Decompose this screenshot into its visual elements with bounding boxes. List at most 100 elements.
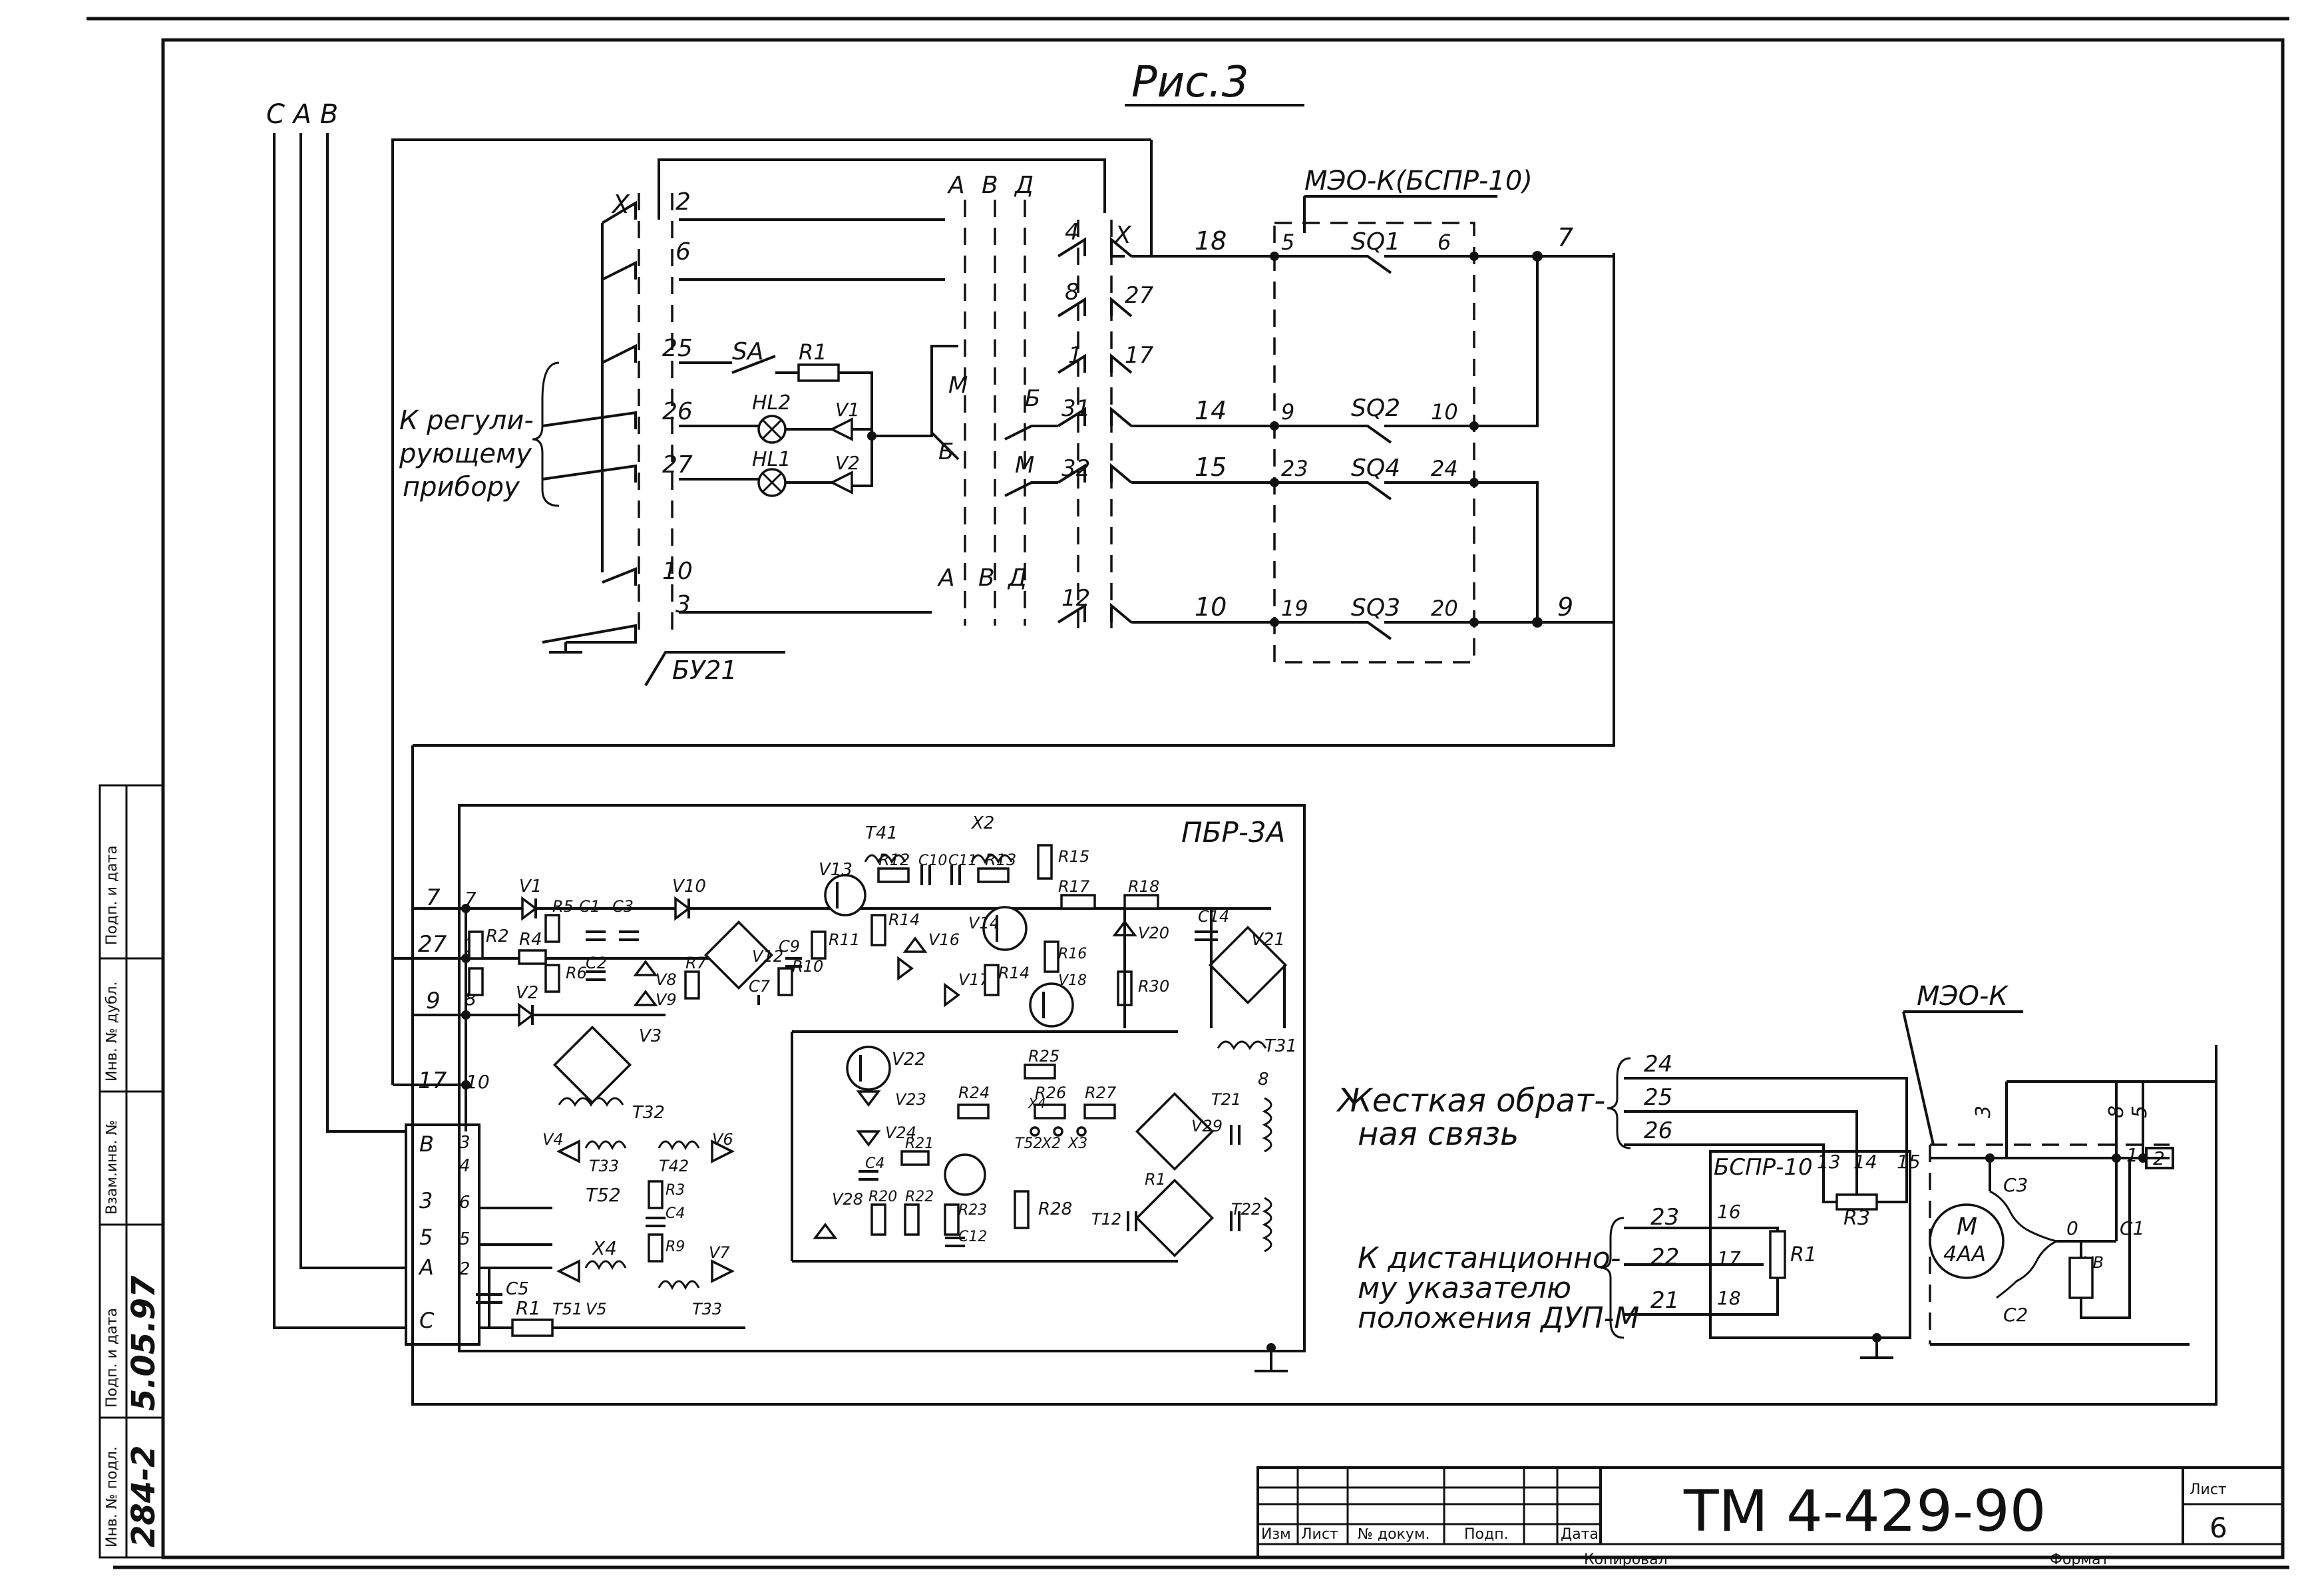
title-block: Изм Лист № докум. Подп. Дата ТМ 4-429-90… [1256,1466,2284,1568]
svg-text:25: 25 [1644,1084,1672,1111]
regulator-label-line2: рующему [399,439,532,469]
wire-numbers: 18 14 15 10 [1195,226,1227,622]
drawing-code: ТМ 4-429-90 [1683,1478,2046,1545]
svg-text:3: 3 [419,1188,433,1213]
diode-v15-icon [902,936,928,953]
svg-text:6: 6 [459,1193,471,1213]
svg-text:T12: T12 [1091,1210,1121,1229]
transistor-v14-icon [982,906,1028,951]
svg-text:V14: V14 [968,914,1000,932]
svg-text:V6: V6 [712,1130,733,1149]
svg-text:T41: T41 [865,823,898,843]
switch-sa-label: SA [732,338,763,365]
svg-text:21: 21 [1650,1287,1679,1314]
resistor-r12 [877,867,910,883]
resistor-r3-pbr [468,967,484,996]
svg-text:T52: T52 [586,1184,621,1206]
phase-a-wire [299,133,406,1269]
svg-text:V1: V1 [835,399,860,421]
svg-text:R1: R1 [1145,1170,1166,1189]
svg-text:5: 5 [419,1225,433,1250]
left-connector-pins: 2 6 25 26 27 10 3 [662,188,693,618]
diode-v-icon [897,956,914,981]
resistor-r24 [957,1103,990,1119]
resistor-r21 [900,1150,930,1166]
transistor-v13-icon [824,874,866,916]
svg-text:9: 9 [426,988,441,1014]
resistor-r13 [977,867,1010,883]
resistor-r9 [648,1233,664,1263]
resistor-r16 [1037,844,1053,880]
out-wire-7: 7 [1557,223,1573,252]
svg-text:4: 4 [1065,219,1079,246]
svg-text:R15: R15 [1058,847,1089,866]
connector-x-left: X [611,190,630,219]
svg-text:V10: V10 [672,877,706,897]
sheet-number: 6 [2210,1511,2227,1544]
transistor-v17-icon [1029,982,1074,1028]
svg-text:V3: V3 [639,1026,662,1046]
svg-text:C2: C2 [586,954,607,972]
svg-text:T31: T31 [1264,1036,1297,1056]
svg-text:Б: Б [1025,385,1040,412]
svg-text:Дата: Дата [1561,1526,1599,1543]
svg-text:27: 27 [662,451,693,479]
svg-text:T52: T52 [1015,1135,1042,1152]
pbr-block-label: ПБР-3А [1181,816,1285,849]
svg-text:С: С [419,1308,435,1333]
svg-text:X4: X4 [1028,1096,1046,1111]
potentiometer-r1 [1769,1230,1786,1279]
svg-text:24: 24 [1644,1051,1672,1078]
svg-text:V5: V5 [586,1300,607,1318]
svg-text:Д: Д [1014,172,1034,199]
pbr-left-pins: 7 27 9 17 7 3 8 10 [418,885,490,1094]
block-meo-label: МЭО-К [1917,981,2009,1012]
svg-text:15: 15 [1195,453,1227,482]
svg-text:R20: R20 [868,1189,897,1205]
feedback-label-line2: ная связь [1358,1115,1519,1153]
sidebar-cell-1: Подп. и дата [104,845,120,945]
svg-text:R9: R9 [666,1239,685,1255]
svg-text:V22: V22 [892,1050,926,1070]
svg-text:7: 7 [426,885,441,911]
svg-text:Подп.: Подп. [1464,1526,1509,1543]
resistor-r19 [1123,894,1159,910]
svg-text:R12: R12 [878,851,910,869]
svg-text:R14: R14 [888,910,920,929]
svg-text:T33: T33 [692,1300,722,1318]
svg-text:C14: C14 [1198,907,1229,926]
drawing-frame [161,38,2285,1559]
svg-text:R22: R22 [905,1189,934,1205]
diode-v6-icon [711,1139,735,1163]
block-bu21-label: БУ21 [672,656,737,685]
svg-text:V24: V24 [885,1123,916,1142]
svg-text:R4: R4 [519,930,542,950]
resistor-r22 [904,1203,920,1236]
svg-text:V12: V12 [752,947,783,966]
svg-text:22: 22 [1650,1244,1679,1271]
svg-text:R23: R23 [958,1202,987,1219]
diode-v2-icon [518,1002,534,1028]
svg-text:Д: Д [1007,564,1027,592]
svg-text:R1: R1 [799,339,827,365]
figure-title: Рис.3 [1131,58,1249,107]
svg-text:6: 6 [1438,230,1451,255]
sidebar-cell-3: Взам.инв. № [104,1120,120,1215]
svg-text:17: 17 [1125,342,1154,369]
svg-text:V29: V29 [1191,1117,1223,1135]
svg-text:HL2: HL2 [752,391,791,415]
diode-v16-icon [944,982,960,1008]
svg-text:27: 27 [1125,282,1154,309]
svg-text:Изм: Изм [1261,1526,1291,1543]
svg-text:R21: R21 [905,1135,934,1152]
svg-text:5: 5 [2128,1105,2152,1118]
svg-text:23: 23 [1281,456,1308,481]
resistor-r7 [684,970,700,1000]
svg-text:27: 27 [418,931,447,958]
svg-text:C1: C1 [2120,1217,2144,1239]
svg-text:8: 8 [1065,279,1079,305]
svg-text:Б: Б [938,439,954,465]
sheet-label: Лист [2190,1482,2227,1498]
svg-text:V7: V7 [709,1243,730,1262]
